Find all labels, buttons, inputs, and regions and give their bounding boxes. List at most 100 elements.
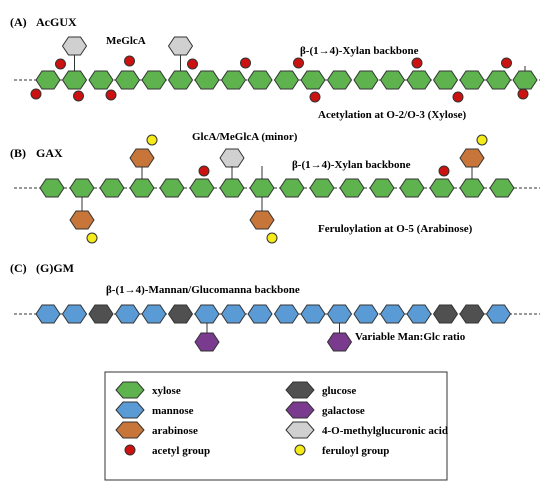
legend-feruloyl-icon — [294, 444, 306, 456]
panel-b-label: (B) — [10, 146, 26, 160]
panel-b: (B) GAX GlcA/MeGlcA (minor) β-(1→4)-Xyla… — [10, 131, 540, 244]
legend-box — [104, 371, 448, 481]
panel-b-title: GAX — [36, 146, 63, 160]
xylose-residue — [69, 178, 95, 198]
legend-galactose-icon — [285, 401, 315, 419]
panel-a-backbone-label: β-(1→4)-Xylan backbone — [300, 45, 419, 57]
xylose-residue — [489, 178, 515, 198]
xylose-residue — [167, 70, 194, 90]
xylose-residue — [353, 70, 379, 90]
legend-xylose-icon — [115, 381, 145, 399]
legend-xylose-label: xylose — [152, 385, 181, 397]
acetyl-group — [73, 90, 84, 102]
xylose-residue — [300, 70, 326, 90]
panel-c-backbone-label: β-(1→4)-Mannan/Glucomanna backbone — [106, 284, 300, 296]
mannose-residue — [61, 304, 88, 324]
mannose-residue — [300, 304, 326, 324]
legend-feruloyl-label: feruloyl group — [322, 445, 389, 457]
xylose-residue — [369, 178, 395, 198]
glucose-residue — [432, 304, 459, 324]
xylose-residue — [459, 178, 485, 198]
glucose-residue — [459, 304, 485, 324]
xylose-residue — [141, 70, 167, 90]
acetyl-group — [438, 165, 450, 177]
arabinose-residue — [69, 210, 95, 230]
xylose-residue — [189, 178, 215, 198]
acetyl-group — [240, 57, 251, 69]
xylose-residue — [432, 70, 459, 90]
glucose-residue — [167, 304, 194, 324]
xylose-residue — [35, 70, 61, 90]
xylose-residue — [61, 70, 88, 90]
panel-a: (A) AcGUX MeGlcA β-(1→4)-Xylan backbone … — [10, 15, 540, 121]
xylose-residue — [485, 70, 512, 90]
acetyl-group — [517, 88, 529, 100]
xylose-residue — [220, 70, 247, 90]
xylose-residue — [273, 70, 300, 90]
xylose-residue — [39, 178, 65, 198]
arabinose-residue — [249, 210, 275, 230]
xylose-residue — [326, 70, 353, 90]
acetyl-group — [55, 58, 66, 70]
panel-c-chain — [35, 304, 512, 352]
acetyl-group — [187, 58, 198, 70]
panel-a-meglca-label: MeGlcA — [106, 35, 146, 47]
xylose-residue — [279, 178, 305, 198]
panel-c: (C) (G)GM β-(1→4)-Mannan/Glucomanna back… — [10, 261, 540, 352]
galactose-residue — [326, 332, 353, 352]
legend-galactose-label: galactose — [322, 405, 365, 417]
panel-b-feruloylation-label: Feruloylation at O-5 (Arabinose) — [318, 223, 473, 235]
xylose-residue — [512, 70, 538, 90]
acetyl-group — [411, 57, 423, 69]
panel-c-label: (C) — [10, 261, 27, 275]
legend-arabinose-label: arabinose — [152, 425, 198, 437]
legend-meglca-icon — [285, 421, 315, 439]
mannose-residue — [35, 304, 61, 324]
mannose-residue — [141, 304, 167, 324]
legend-meglca-label: 4-O-methylglucuronic acid — [322, 425, 448, 437]
legend-mannose-icon — [115, 401, 145, 419]
acetyl-group — [105, 89, 117, 101]
feruloyl-group — [86, 232, 98, 244]
xylose-residue — [247, 70, 273, 90]
meglca-residue — [167, 36, 194, 56]
panel-a-acetylation-label: Acetylation at O-2/O-3 (Xylose) — [318, 109, 466, 121]
xylose-residue — [129, 178, 155, 198]
xylose-residue — [429, 178, 455, 198]
legend-arabinose-icon — [115, 421, 145, 439]
panel-b-chain — [39, 134, 515, 244]
mannose-residue — [273, 304, 300, 324]
panel-a-title: AcGUX — [36, 15, 77, 29]
xylose-residue — [99, 178, 125, 198]
xylose-residue — [459, 70, 485, 90]
acetyl-group — [198, 165, 210, 177]
panel-b-glca-label: GlcA/MeGlcA (minor) — [192, 131, 298, 143]
legend-acetyl-icon — [124, 444, 136, 456]
feruloyl-group — [476, 134, 488, 146]
xylose-residue — [309, 178, 335, 198]
legend-glucose-icon — [285, 381, 315, 399]
acetyl-group — [293, 57, 304, 69]
panel-a-chain — [30, 36, 538, 103]
feruloyl-group — [146, 134, 158, 146]
panel-a-label: (A) — [10, 15, 27, 29]
xylose-residue — [339, 178, 365, 198]
acetyl-group — [501, 57, 512, 69]
xylose-residue — [379, 70, 406, 90]
mannose-residue — [485, 304, 512, 324]
acetyl-group — [309, 91, 321, 103]
legend-mannose-label: mannose — [152, 405, 194, 417]
arabinose-residue — [129, 148, 155, 168]
xylose-residue — [159, 178, 185, 198]
mannose-residue — [247, 304, 273, 324]
arabinose-residue — [459, 148, 485, 168]
glucose-residue — [88, 304, 114, 324]
meglca-residue — [219, 148, 245, 168]
feruloyl-group — [266, 232, 278, 244]
xylose-residue — [399, 178, 425, 198]
meglca-residue — [61, 36, 88, 56]
panel-c-title: (G)GM — [36, 261, 74, 275]
